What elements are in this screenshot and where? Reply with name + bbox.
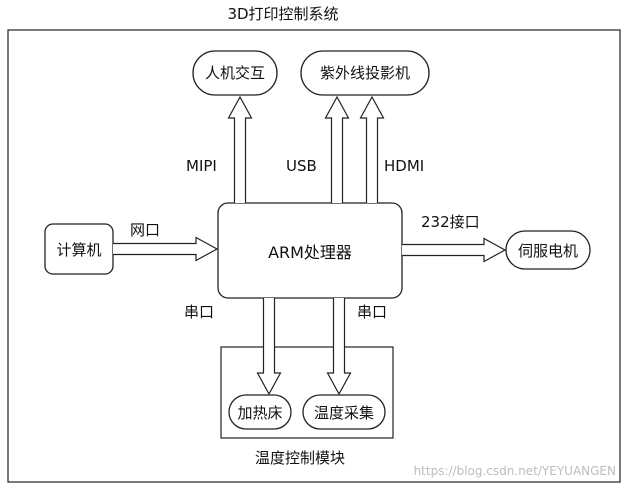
temp-sampling-node <box>302 394 386 430</box>
label-mipi: MIPI <box>186 157 217 175</box>
heated-bed-node <box>228 394 292 430</box>
temp-module-label: 温度控制模块 <box>255 449 345 467</box>
arrow-mipi <box>227 95 253 203</box>
servo-label: 伺服电机 <box>518 242 578 260</box>
temp-sampling-label: 温度采集 <box>314 404 374 422</box>
arrow-serial-right <box>326 298 352 396</box>
label-hdmi: HDMI <box>384 157 424 175</box>
arrow-232 <box>402 237 507 263</box>
arrow-usb <box>324 95 350 203</box>
watermark: https://blog.csdn.net/YEYUANGEN <box>414 464 616 478</box>
projector-label: 紫外线投影机 <box>320 64 410 82</box>
arrow-network <box>113 236 219 262</box>
label-network: 网口 <box>130 221 160 239</box>
arrow-hdmi <box>359 95 385 203</box>
hmi-node <box>192 50 278 96</box>
hmi-label: 人机交互 <box>205 64 265 82</box>
temp-module-frame <box>220 346 394 439</box>
computer-label: 计算机 <box>56 241 101 259</box>
label-232: 232接口 <box>421 213 480 231</box>
heated-bed-label: 加热床 <box>237 404 282 422</box>
label-serial-left: 串口 <box>184 303 214 321</box>
label-serial-right: 串口 <box>357 303 387 321</box>
diagram-title: 3D打印控制系统 <box>227 5 338 23</box>
arrow-serial-left <box>256 298 282 396</box>
system-frame <box>7 29 621 483</box>
label-usb: USB <box>286 157 317 175</box>
arm-processor-label: ARM处理器 <box>268 243 352 262</box>
projector-node <box>300 50 430 96</box>
